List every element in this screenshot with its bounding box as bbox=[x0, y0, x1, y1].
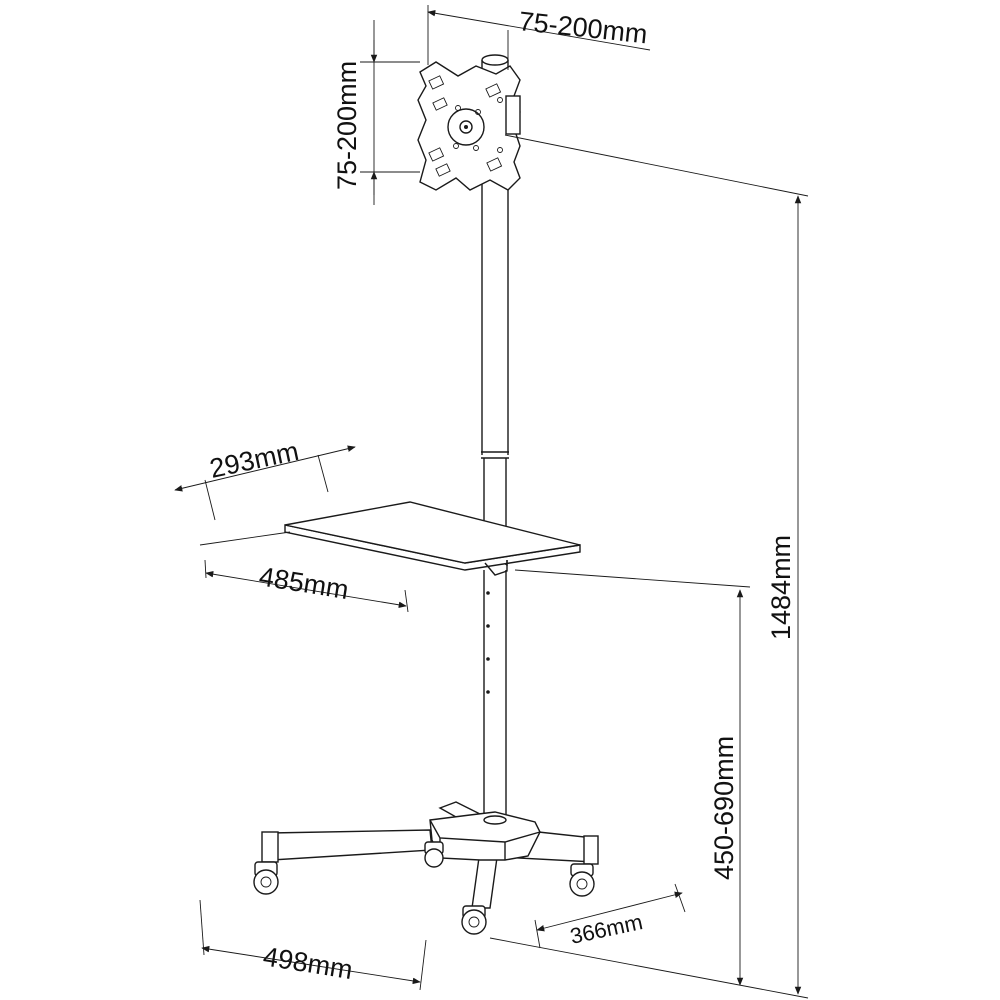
dim-shelf-height: 450-690mm bbox=[514, 569, 751, 986]
dim-shelf-depth: 293mm bbox=[174, 436, 356, 521]
caster-back bbox=[424, 841, 444, 868]
vesa-height-label: 75-200mm bbox=[332, 61, 362, 190]
dim-vesa-width: 75-200mm bbox=[427, 5, 651, 70]
vesa-mount-plate bbox=[417, 61, 521, 191]
caster-right bbox=[569, 863, 595, 897]
caster-front bbox=[461, 905, 487, 935]
shelf bbox=[284, 501, 581, 576]
dim-total-height: 1484mm bbox=[489, 134, 809, 999]
lower-pole bbox=[483, 458, 507, 820]
dim-vesa-height: 75-200mm bbox=[332, 20, 420, 205]
height-adjust-holes bbox=[486, 591, 490, 694]
shelf-width-label: 485mm bbox=[257, 561, 351, 605]
shelf-depth-label: 293mm bbox=[207, 436, 301, 484]
vesa-width-label: 75-200mm bbox=[517, 6, 648, 49]
shelf-height-label: 450-690mm bbox=[709, 736, 739, 880]
caster-left bbox=[253, 861, 279, 895]
total-height-label: 1484mm bbox=[766, 535, 796, 640]
base-depth-label: 366mm bbox=[568, 909, 645, 949]
dim-base-depth: 366mm bbox=[534, 883, 686, 949]
base-width-label: 498mm bbox=[261, 941, 355, 985]
caster-base bbox=[261, 801, 599, 909]
dim-base-width: 498mm bbox=[199, 899, 427, 991]
